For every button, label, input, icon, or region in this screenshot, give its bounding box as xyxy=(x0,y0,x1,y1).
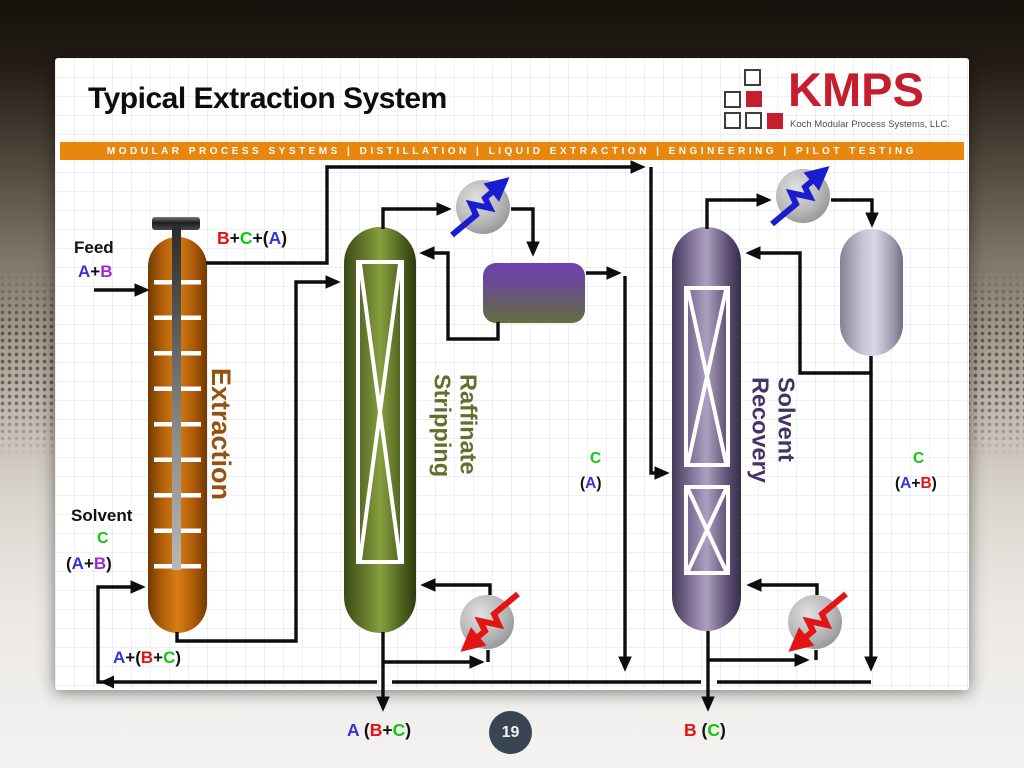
banner-text: MODULAR PROCESS SYSTEMS | DISTILLATION |… xyxy=(106,145,918,157)
kmps-logo-text: KMPS xyxy=(788,63,924,116)
recycle-ab-label: (A+B) xyxy=(895,475,937,492)
solvent-ab-label: (A+B) xyxy=(66,554,112,573)
slide: Typical Extraction System KMPS Koch Modu… xyxy=(55,58,969,690)
solvent-c-label: C xyxy=(97,530,109,547)
recycle-c-label: C xyxy=(913,450,925,467)
logo-square-icon xyxy=(746,91,762,107)
extraction-column-label-text: Extraction xyxy=(206,368,237,501)
feed-label: Feed xyxy=(74,238,114,257)
kmps-logo-squares-icon xyxy=(719,66,791,138)
slide-title: Typical Extraction System xyxy=(88,82,447,115)
decanter-out-c-label: C xyxy=(590,450,602,467)
decanter-out-a-label: (A) xyxy=(580,475,602,492)
page-number: 19 xyxy=(501,723,520,741)
logo-square-icon xyxy=(744,69,761,86)
solvent-label-line: Solvent xyxy=(773,377,800,462)
extraction-column-label: Extraction xyxy=(206,368,236,500)
logo-square-icon xyxy=(724,112,741,129)
logo-square-icon xyxy=(767,113,783,129)
solvent-label: Solvent xyxy=(71,506,133,525)
solvent-recovery-column-label: Solvent Recovery xyxy=(747,377,800,483)
extract-overhead-label: B+C+(A) xyxy=(217,228,288,248)
logo-square-icon xyxy=(724,91,741,108)
stripper-product-label: A (B+C) xyxy=(347,720,412,740)
recovery-label-line: Recovery xyxy=(747,377,774,483)
page-number-badge: 19 xyxy=(489,711,532,754)
logo-square-icon xyxy=(745,112,762,129)
raffinate-label: A+(B+C) xyxy=(113,648,182,667)
feed-composition-label: A+B xyxy=(78,262,113,281)
raffinate-stripping-column-label: Raffinate Stripping xyxy=(429,374,482,478)
raffinate-label-line: Raffinate xyxy=(455,374,482,475)
kmps-logo-tagline: Koch Modular Process Systems, LLC. xyxy=(790,119,950,130)
stripping-label-line: Stripping xyxy=(429,374,456,478)
recovery-product-label: B (C) xyxy=(684,720,726,740)
banner-strip: MODULAR PROCESS SYSTEMS | DISTILLATION |… xyxy=(60,142,964,160)
